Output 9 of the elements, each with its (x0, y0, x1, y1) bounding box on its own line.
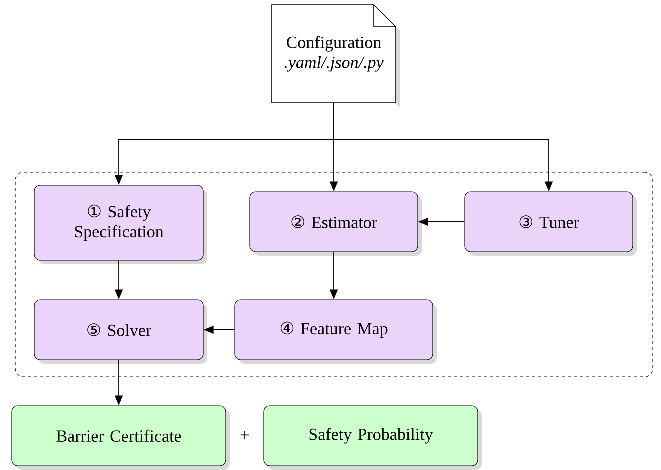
process-box: ④ Feature Map (234, 300, 437, 364)
result-box: Barrier Certificate (12, 406, 230, 470)
process-box: ② Estimator (250, 192, 422, 256)
process-box: ⑤ Solver (34, 300, 208, 364)
process-box: ① Safety Specification (34, 185, 208, 264)
result-box: Safety Probability (264, 406, 482, 470)
dashed-group-box (15, 172, 654, 378)
process-box: ③ Tuner (464, 192, 637, 256)
plus-sign: + (241, 431, 249, 440)
